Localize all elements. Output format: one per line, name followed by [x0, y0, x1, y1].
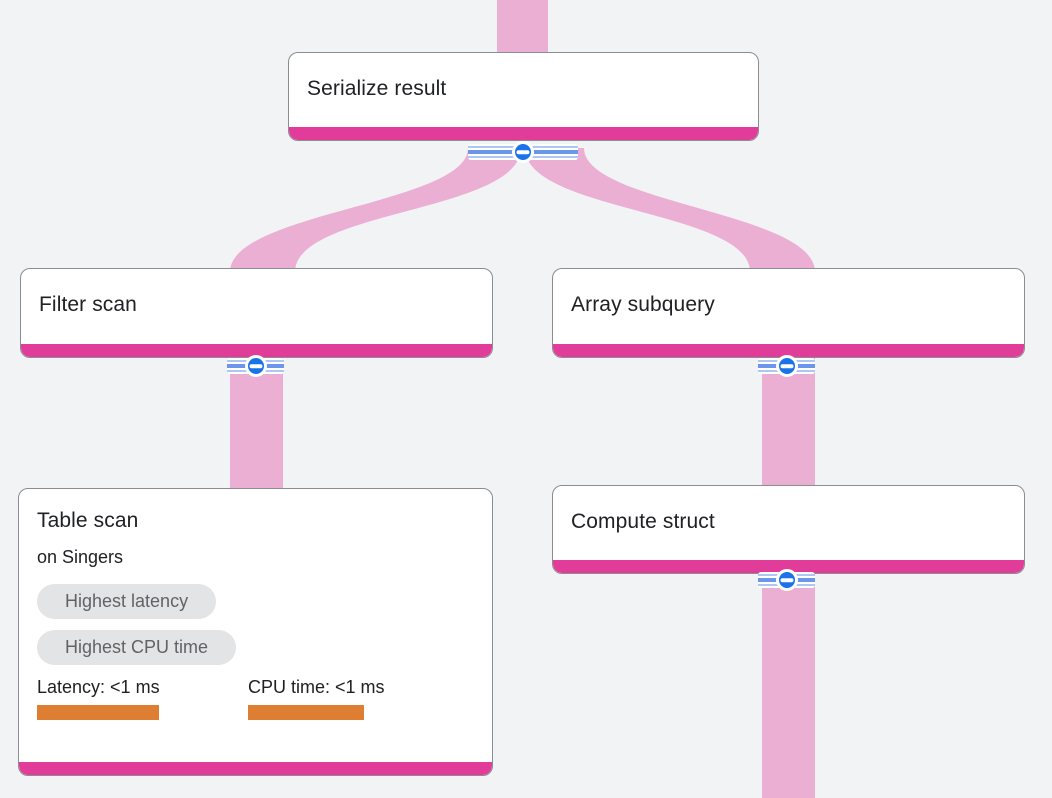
node-accent-bar	[553, 560, 1024, 573]
node-title: Filter scan	[39, 293, 137, 316]
node-title: Compute struct	[571, 510, 715, 533]
flow-into-serialize-result	[497, 0, 548, 60]
flow-filter-scan-to-table-scan	[230, 356, 283, 490]
collapse-connector-array-subquery	[758, 355, 815, 377]
node-array-subquery[interactable]: Array subquery	[552, 268, 1025, 358]
node-compute-struct[interactable]: Compute struct	[552, 485, 1025, 574]
node-accent-bar	[19, 762, 492, 775]
flow-array-subquery-to-compute-struct	[762, 356, 815, 487]
node-table-scan[interactable]: Table scan on Singers Highest latency Hi…	[18, 488, 493, 776]
collapse-button[interactable]	[775, 355, 798, 377]
node-title: Table scan	[37, 509, 139, 532]
metric-latency: Latency: <1 ms	[37, 677, 248, 721]
node-accent-bar	[553, 344, 1024, 357]
node-accent-bar	[289, 127, 758, 140]
collapse-button[interactable]	[244, 355, 267, 377]
node-accent-bar	[21, 344, 492, 357]
node-filter-scan[interactable]: Filter scan	[20, 268, 493, 358]
metric-label: Latency: <1 ms	[37, 676, 160, 697]
metric-label: CPU time: <1 ms	[248, 676, 385, 697]
collapse-connector-serialize-result	[468, 141, 578, 163]
flow-serialize-to-array-subquery	[525, 148, 815, 272]
badge-highest-cpu-time: Highest CPU time	[37, 629, 237, 665]
node-subtitle: on Singers	[37, 547, 124, 568]
minus-icon	[780, 364, 793, 368]
node-title: Serialize result	[307, 77, 447, 100]
node-title: Array subquery	[571, 293, 715, 316]
minus-icon	[516, 150, 530, 154]
collapse-connector-filter-scan	[227, 355, 284, 377]
badge-list: Highest latency Highest CPU time	[19, 583, 492, 665]
cpu-time-bar	[248, 705, 364, 721]
flow-serialize-to-filter-scan	[230, 148, 521, 272]
flow-compute-struct-down	[762, 572, 815, 798]
collapse-button[interactable]	[512, 141, 534, 163]
latency-bar	[37, 705, 159, 721]
minus-icon	[249, 364, 262, 368]
badge-highest-latency: Highest latency	[37, 583, 217, 619]
minus-icon	[780, 578, 793, 582]
node-serialize-result[interactable]: Serialize result	[288, 52, 759, 141]
collapse-button[interactable]	[775, 569, 798, 591]
collapse-connector-compute-struct	[758, 569, 815, 591]
metric-row: Latency: <1 ms CPU time: <1 ms	[19, 665, 492, 721]
metric-cpu-time: CPU time: <1 ms	[248, 677, 385, 721]
